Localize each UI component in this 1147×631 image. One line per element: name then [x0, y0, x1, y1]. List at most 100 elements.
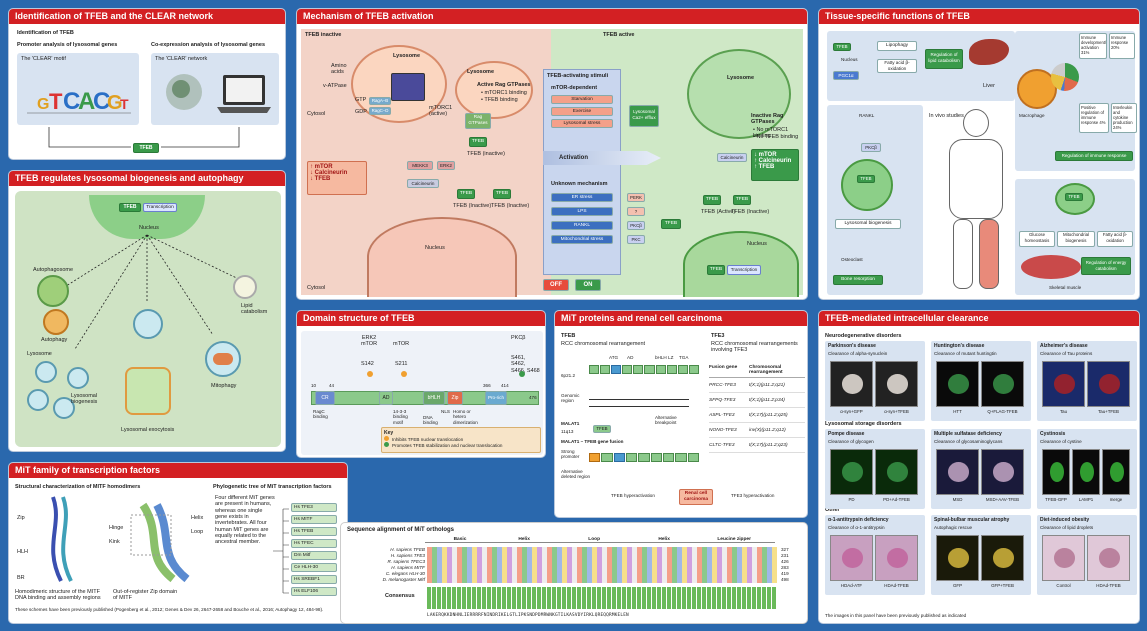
- nucleus-label: Nucleus: [139, 225, 159, 231]
- motif-letter: A: [78, 88, 95, 115]
- motif-letter: G: [107, 92, 123, 114]
- domain-header: Basic Helix Loop Helix Leucine zipper: [425, 537, 775, 543]
- nucleus-inactive: [367, 217, 517, 297]
- footnote: These schemes have been previously publi…: [15, 607, 324, 612]
- flow-arrows: [48, 127, 240, 148]
- fusion-label: MALAT1 – TFEB gene fusion: [561, 439, 624, 444]
- pos-366: 366: [483, 383, 491, 388]
- key-row: Inhibits TFEB nuclear translocation: [384, 436, 538, 442]
- list-item: ↑ TFEB: [754, 164, 775, 170]
- cell-title: Spinal-bulbar muscular atrophy: [934, 517, 1010, 523]
- active-rag-item: • mTORC1 binding: [481, 90, 527, 96]
- fatty-acid: Fatty acid β-oxidation: [877, 59, 917, 73]
- tfeb-inactive-label2: TFEB (Inactive): [731, 209, 770, 215]
- gdp-label: GDP: [355, 109, 367, 115]
- immune-regulation: Regulation of immune response: [1055, 151, 1133, 161]
- cytosol-label: Cytosol: [307, 111, 326, 117]
- pos-44: 44: [329, 383, 335, 388]
- active-rag-item: • TFEB binding: [481, 97, 518, 103]
- tfeb-label: TFEB: [139, 145, 153, 151]
- tfeb-box: TFEB: [457, 189, 475, 199]
- panel-title: Mechanism of TFEB activation: [297, 9, 807, 24]
- cell-title: Cystinosis: [1040, 431, 1066, 437]
- micrograph-image: [830, 361, 873, 407]
- consensus-bars: [427, 587, 777, 609]
- lysosome-icon: [35, 361, 57, 383]
- tree-leaves: Hs TFE3 Hs MITF Hs TFEB Hs TFEC Dm Mitf …: [291, 503, 337, 599]
- panel-alignment: Sequence alignment of MiT orthologs Basi…: [340, 522, 808, 624]
- other-heading: Other: [825, 507, 840, 513]
- macrophage-icon: [1017, 69, 1057, 109]
- lysosome-label: Lysosome: [27, 351, 52, 357]
- dimerization: Homo or hetero dimerization: [453, 409, 478, 425]
- micrograph-image: [830, 535, 873, 581]
- panel-title: Domain structure of TFEB: [297, 311, 545, 326]
- pie-chart: [1051, 63, 1079, 91]
- stimulus-lps: LPS: [551, 207, 613, 216]
- lysosome-icon: [53, 397, 75, 419]
- on-badge: ON: [575, 279, 601, 291]
- hinge-label: Hinge: [109, 525, 124, 531]
- tfe3-heading: TFE3: [711, 333, 725, 339]
- panel-rcc: MiT proteins and renal cell carcinoma TF…: [554, 310, 808, 518]
- lysosome-icon: [67, 367, 89, 389]
- micrograph-caption: PD+Ad-TFEB: [883, 497, 910, 502]
- tfeb-inactive-left: TFEB (Inactive): [453, 203, 492, 209]
- liver-label: Liver: [983, 83, 995, 89]
- tfeb-inactive-label: TFEB (inactive): [467, 151, 505, 157]
- autophagy-label: Autophagy: [41, 337, 68, 343]
- exocytosis-icon: [133, 309, 163, 339]
- rankl-label: RANKL: [859, 113, 875, 118]
- micrograph-image: [936, 449, 979, 495]
- cell-subtitle: Clearance of mutant huntingtin: [934, 351, 997, 356]
- strong-promoter: Strong promoter: [561, 449, 580, 460]
- br-label: BR: [17, 575, 25, 581]
- calcineurin-active: Calcineurin: [717, 153, 747, 162]
- phospho-dot: [401, 371, 407, 377]
- caption-zip: Out-of-register Zip domain of MITF: [113, 589, 178, 602]
- activation-arrow: [543, 151, 661, 165]
- tfeb-inactive-box: TFEB: [469, 137, 487, 147]
- key-title: Key: [384, 430, 394, 436]
- position: 231: [781, 553, 789, 558]
- tfeb-badge: TFEB: [119, 203, 141, 212]
- tree-leaf: Hs SREBF1: [291, 575, 337, 584]
- key-row: Promotes TFEB stabilization and nuclear …: [384, 442, 538, 448]
- cell-subtitle: Clearance of Tau proteins: [1040, 351, 1093, 356]
- tree-leaf: Hs TFEB: [291, 527, 337, 536]
- interleukin: Interleukin and cytokine production 24%: [1111, 103, 1137, 133]
- panel-mechanism: Mechanism of TFEB activation TFEB inacti…: [296, 8, 808, 300]
- species: D. melanogaster Mitf: [382, 577, 425, 582]
- network-box: The 'CLEAR' network: [151, 53, 279, 125]
- kinase-mtor: mTOR: [393, 341, 410, 347]
- lyso-biogenesis: Lysosomal biogenesis: [835, 219, 901, 229]
- motif-letter: T: [120, 96, 129, 112]
- lyso-exocytosis-label: Lysosomal exocytosis: [121, 427, 175, 433]
- dashed-arrows: [54, 234, 248, 350]
- osteoclast-label: Osteoclast: [841, 257, 863, 262]
- domain-cr: CR: [315, 391, 335, 405]
- panel-lysosomal-biogenesis: TFEB regulates lysosomal biogenesis and …: [8, 170, 286, 452]
- site-s211: S211: [395, 361, 408, 367]
- macrophage-label: Macrophage: [1019, 113, 1045, 118]
- micrograph-image: [981, 361, 1024, 407]
- cell-subtitle: Clearance of alpha-synuclein: [828, 351, 888, 356]
- micrograph-caption: Tau+TFEB: [1098, 409, 1119, 414]
- panel-domain-structure: Domain structure of TFEB ERK2 mTOR mTOR …: [296, 310, 546, 458]
- regulation-list-active: ↓ mTOR ↑ Calcineurin ↑ TFEB: [751, 149, 799, 181]
- mito-biogenesis: Mitochondrial biogenesis: [1057, 231, 1095, 247]
- tfeb-center: TFEB: [661, 219, 681, 229]
- nls: NLS: [441, 409, 450, 414]
- site-pkc: S461, S462, S466, S468: [511, 355, 540, 374]
- panel-title: TFEB-mediated intracellular clearance: [819, 311, 1139, 326]
- cell-subtitle: Clearance of lipid droplets: [1040, 525, 1094, 530]
- off-badge: OFF: [543, 279, 569, 291]
- tga-label: TGA: [679, 355, 689, 360]
- micrograph-caption: Tau: [1059, 409, 1068, 414]
- tfe3-sub: RCC chromosomal rearrangements involving…: [711, 341, 798, 354]
